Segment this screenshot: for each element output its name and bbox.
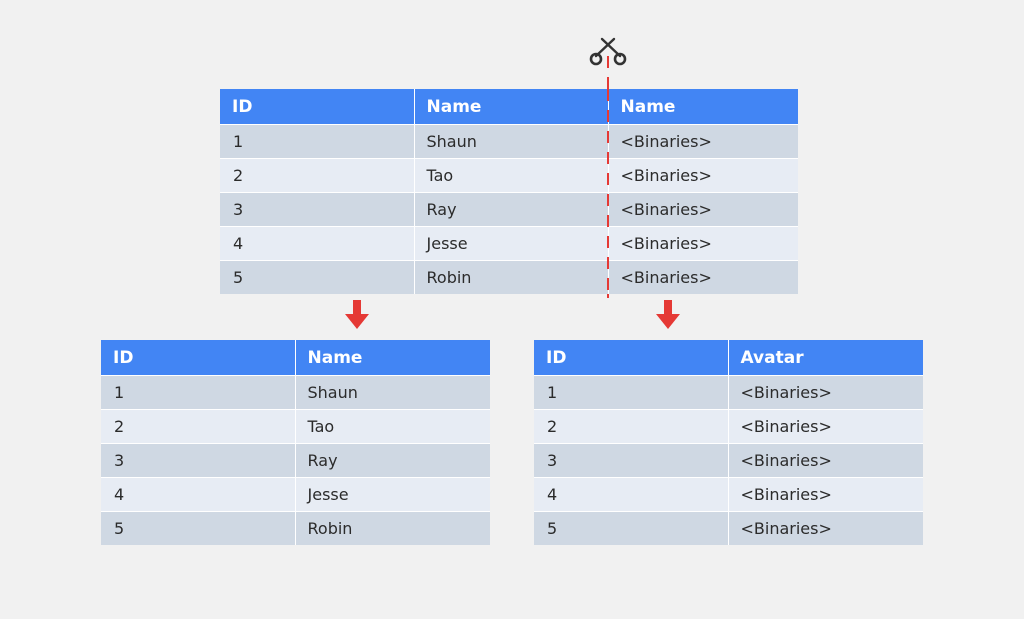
arrow-down-icon <box>345 300 369 329</box>
table-header-row: ID Name <box>101 340 490 376</box>
header-name-binaries: Name <box>608 89 798 125</box>
table-row: 1 <Binaries> <box>534 375 923 410</box>
cell-id: 5 <box>534 511 729 545</box>
table-row: 1 Shaun <Binaries> <box>220 124 798 159</box>
cell-id: 2 <box>220 158 415 193</box>
table-row: 4 Jesse <box>101 477 490 512</box>
table-row: 5 Robin <Binaries> <box>220 260 798 294</box>
cell-id: 2 <box>101 409 296 444</box>
cell-id: 5 <box>220 260 415 294</box>
cell-name: Shaun <box>295 375 490 410</box>
table-row: 5 <Binaries> <box>534 511 923 545</box>
table-row: 5 Robin <box>101 511 490 545</box>
cell-id: 4 <box>220 226 415 261</box>
cell-id: 5 <box>101 511 296 545</box>
cell-name: Robin <box>414 260 609 294</box>
cell-binaries: <Binaries> <box>608 226 798 261</box>
table-header-row: ID Name Name <box>220 89 798 125</box>
source-table: ID Name Name 1 Shaun <Binaries> 2 Tao <B… <box>220 89 798 294</box>
table-row: 2 <Binaries> <box>534 409 923 444</box>
names-table: ID Name 1 Shaun 2 Tao 3 Ray 4 Jesse 5 Ro… <box>101 340 490 545</box>
header-id: ID <box>220 89 415 125</box>
cell-binaries: <Binaries> <box>608 124 798 159</box>
cell-id: 1 <box>534 375 729 410</box>
cell-id: 4 <box>534 477 729 512</box>
table-row: 4 <Binaries> <box>534 477 923 512</box>
table-row: 3 Ray <Binaries> <box>220 192 798 227</box>
header-name: Name <box>414 89 609 125</box>
cell-id: 3 <box>220 192 415 227</box>
header-id: ID <box>534 340 729 376</box>
cell-avatar: <Binaries> <box>728 443 923 478</box>
cell-avatar: <Binaries> <box>728 477 923 512</box>
cell-id: 1 <box>220 124 415 159</box>
cell-name: Shaun <box>414 124 609 159</box>
cell-binaries: <Binaries> <box>608 192 798 227</box>
scissors-icon <box>589 37 627 66</box>
header-avatar: Avatar <box>728 340 923 376</box>
header-name: Name <box>295 340 490 376</box>
cell-id: 1 <box>101 375 296 410</box>
table-row: 4 Jesse <Binaries> <box>220 226 798 261</box>
cell-name: Jesse <box>295 477 490 512</box>
table-row: 2 Tao <box>101 409 490 444</box>
avatars-table: ID Avatar 1 <Binaries> 2 <Binaries> 3 <B… <box>534 340 923 545</box>
arrow-down-icon <box>656 300 680 329</box>
cell-name: Tao <box>414 158 609 193</box>
cell-avatar: <Binaries> <box>728 375 923 410</box>
cell-id: 4 <box>101 477 296 512</box>
cell-binaries: <Binaries> <box>608 158 798 193</box>
table-row: 3 Ray <box>101 443 490 478</box>
cell-id: 3 <box>534 443 729 478</box>
cell-id: 3 <box>101 443 296 478</box>
cell-name: Tao <box>295 409 490 444</box>
cut-line-overlay <box>607 89 609 297</box>
table-row: 2 Tao <Binaries> <box>220 158 798 193</box>
cell-avatar: <Binaries> <box>728 409 923 444</box>
cell-id: 2 <box>534 409 729 444</box>
cell-name: Jesse <box>414 226 609 261</box>
table-header-row: ID Avatar <box>534 340 923 376</box>
cell-name: Ray <box>295 443 490 478</box>
header-id: ID <box>101 340 296 376</box>
cell-name: Ray <box>414 192 609 227</box>
cell-name: Robin <box>295 511 490 545</box>
table-row: 3 <Binaries> <box>534 443 923 478</box>
cell-binaries: <Binaries> <box>608 260 798 294</box>
table-row: 1 Shaun <box>101 375 490 410</box>
cell-avatar: <Binaries> <box>728 511 923 545</box>
